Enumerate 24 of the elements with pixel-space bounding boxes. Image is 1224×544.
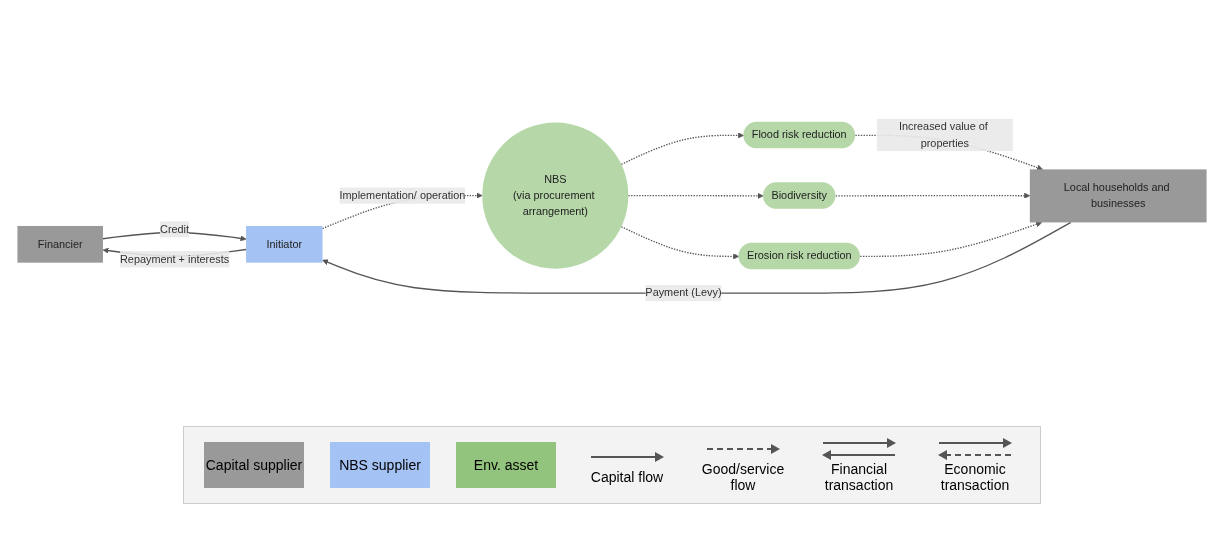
legend-label: Economic transaction [939, 461, 1011, 493]
node-box: Financier [17, 225, 103, 263]
edge-label: Payment (Levy) [645, 286, 722, 299]
legend-label: Good/service flow [700, 461, 786, 493]
legend-swatch: Capital supplier [204, 442, 304, 488]
arrow [620, 132, 744, 166]
edge-label: Credit [160, 223, 190, 235]
legend-label: Financial transaction [823, 461, 895, 493]
arrow [620, 226, 740, 260]
arrow [322, 221, 1072, 294]
node-box: Erosion risk reduction [738, 242, 860, 270]
edge-label: Increased value of properties [898, 120, 988, 149]
edge-label: Implementation/ operation [339, 189, 466, 201]
legend-swatch: NBS supplier [330, 442, 430, 488]
node-box: Initiator [246, 225, 323, 263]
legend-swatch: Env. asset [456, 442, 556, 488]
arrow [859, 221, 1043, 258]
node-box: Local households and businesses [1029, 169, 1207, 223]
node-circle: NBS (via procurement arrangement) [482, 122, 629, 269]
edge-label: Repayment + interests [119, 253, 230, 265]
node-box: Biodiversity [763, 182, 836, 209]
arrow [835, 192, 1031, 199]
node-box: Flood risk reduction [743, 121, 856, 149]
legend-label: Capital flow [590, 469, 664, 485]
